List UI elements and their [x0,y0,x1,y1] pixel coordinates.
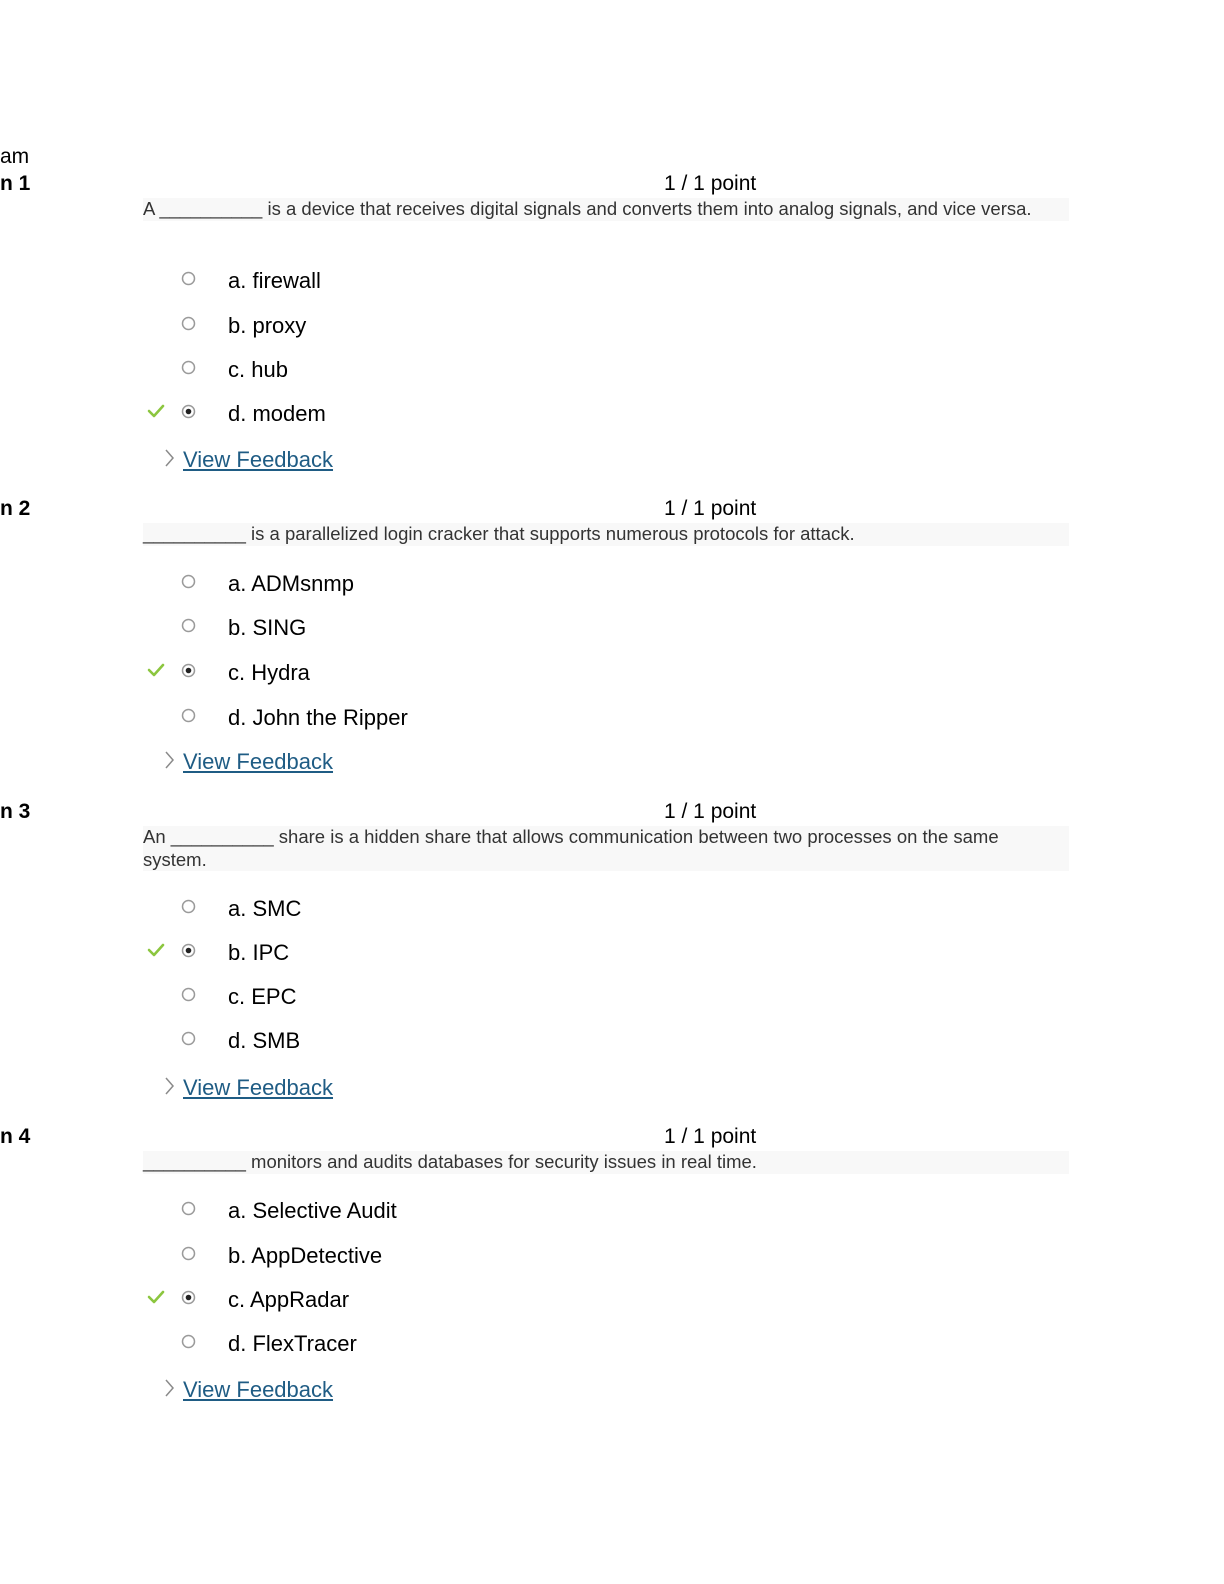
answer-option-a[interactable]: a. Selective Audit [0,1198,600,1228]
answer-option-d[interactable]: d. FlexTracer [0,1331,600,1361]
answer-option-b[interactable]: b. AppDetective [0,1243,600,1273]
answer-option-d[interactable]: d. SMB [0,1028,600,1058]
question-text: __________ monitors and audits databases… [143,1151,1069,1174]
question-title: n 3 [0,800,31,823]
answer-option-label: d. FlexTracer [228,1331,357,1356]
radio-selected-icon[interactable] [181,943,196,958]
radio-icon[interactable] [181,618,196,633]
answer-option-label: b. SING [228,615,307,640]
view-feedback-link[interactable]: View Feedback [183,1377,334,1402]
radio-icon[interactable] [181,316,196,331]
view-feedback-toggle[interactable]: View Feedback [162,1075,382,1103]
view-feedback-link[interactable]: View Feedback [183,1075,334,1100]
radio-icon[interactable] [181,360,196,375]
question-points: 1 / 1 point [664,497,757,520]
view-feedback-toggle[interactable]: View Feedback [162,447,382,475]
chevron-right-icon [165,1077,174,1095]
radio-icon[interactable] [181,1246,196,1261]
question-title: n 4 [0,1125,31,1148]
radio-icon[interactable] [181,987,196,1002]
answer-option-c[interactable]: c. Hydra [0,660,600,690]
question-text: __________ is a parallelized login crack… [143,523,1069,546]
answer-option-label: c. AppRadar [228,1287,350,1312]
answer-option-label: a. firewall [228,268,321,293]
chevron-right-icon [165,751,174,769]
answer-option-c[interactable]: c. AppRadar [0,1287,600,1317]
answer-option-label: d. SMB [228,1028,301,1053]
radio-icon[interactable] [181,574,196,589]
check-icon [147,1290,165,1304]
answer-option-label: a. Selective Audit [228,1198,397,1223]
question-points: 1 / 1 point [664,800,757,823]
answer-option-label: a. ADMsnmp [228,571,354,596]
answer-option-a[interactable]: a. firewall [0,268,600,298]
radio-icon[interactable] [181,899,196,914]
radio-icon[interactable] [181,1201,196,1216]
question-title: n 1 [0,172,31,195]
answer-option-label: d. John the Ripper [228,705,408,730]
question-text: An __________ share is a hidden share th… [143,826,1069,871]
question-points: 1 / 1 point [664,1125,757,1148]
answer-option-c[interactable]: c. hub [0,357,600,387]
view-feedback-link[interactable]: View Feedback [183,749,334,774]
question-text: A __________ is a device that receives d… [143,198,1069,221]
answer-option-b[interactable]: b. IPC [0,940,600,970]
check-icon [147,943,165,957]
answer-option-a[interactable]: a. SMC [0,896,600,926]
answer-option-label: c. Hydra [228,660,310,685]
question-points: 1 / 1 point [664,172,757,195]
check-icon [147,663,165,677]
check-icon [147,404,165,418]
view-feedback-link[interactable]: View Feedback [183,447,334,472]
answer-option-c[interactable]: c. EPC [0,984,600,1014]
answer-option-label: d. modem [228,401,326,426]
radio-selected-icon[interactable] [181,663,196,678]
question-title: n 2 [0,497,31,520]
view-feedback-toggle[interactable]: View Feedback [162,749,382,777]
answer-option-label: c. EPC [228,984,297,1009]
radio-icon[interactable] [181,1334,196,1349]
chevron-right-icon [165,449,174,467]
answer-option-label: c. hub [228,357,288,382]
radio-selected-icon[interactable] [181,404,196,419]
radio-selected-icon[interactable] [181,1290,196,1305]
answer-option-a[interactable]: a. ADMsnmp [0,571,600,601]
page-title: am [0,145,30,168]
answer-option-d[interactable]: d. modem [0,401,600,431]
answer-option-label: b. proxy [228,313,307,338]
view-feedback-toggle[interactable]: View Feedback [162,1377,382,1405]
radio-icon[interactable] [181,271,196,286]
answer-option-b[interactable]: b. proxy [0,313,600,343]
chevron-right-icon [165,1379,174,1397]
radio-icon[interactable] [181,1031,196,1046]
answer-option-d[interactable]: d. John the Ripper [0,705,600,735]
answer-option-label: b. AppDetective [228,1243,383,1268]
answer-option-b[interactable]: b. SING [0,615,600,645]
answer-option-label: b. IPC [228,940,290,965]
answer-option-label: a. SMC [228,896,302,921]
radio-icon[interactable] [181,708,196,723]
